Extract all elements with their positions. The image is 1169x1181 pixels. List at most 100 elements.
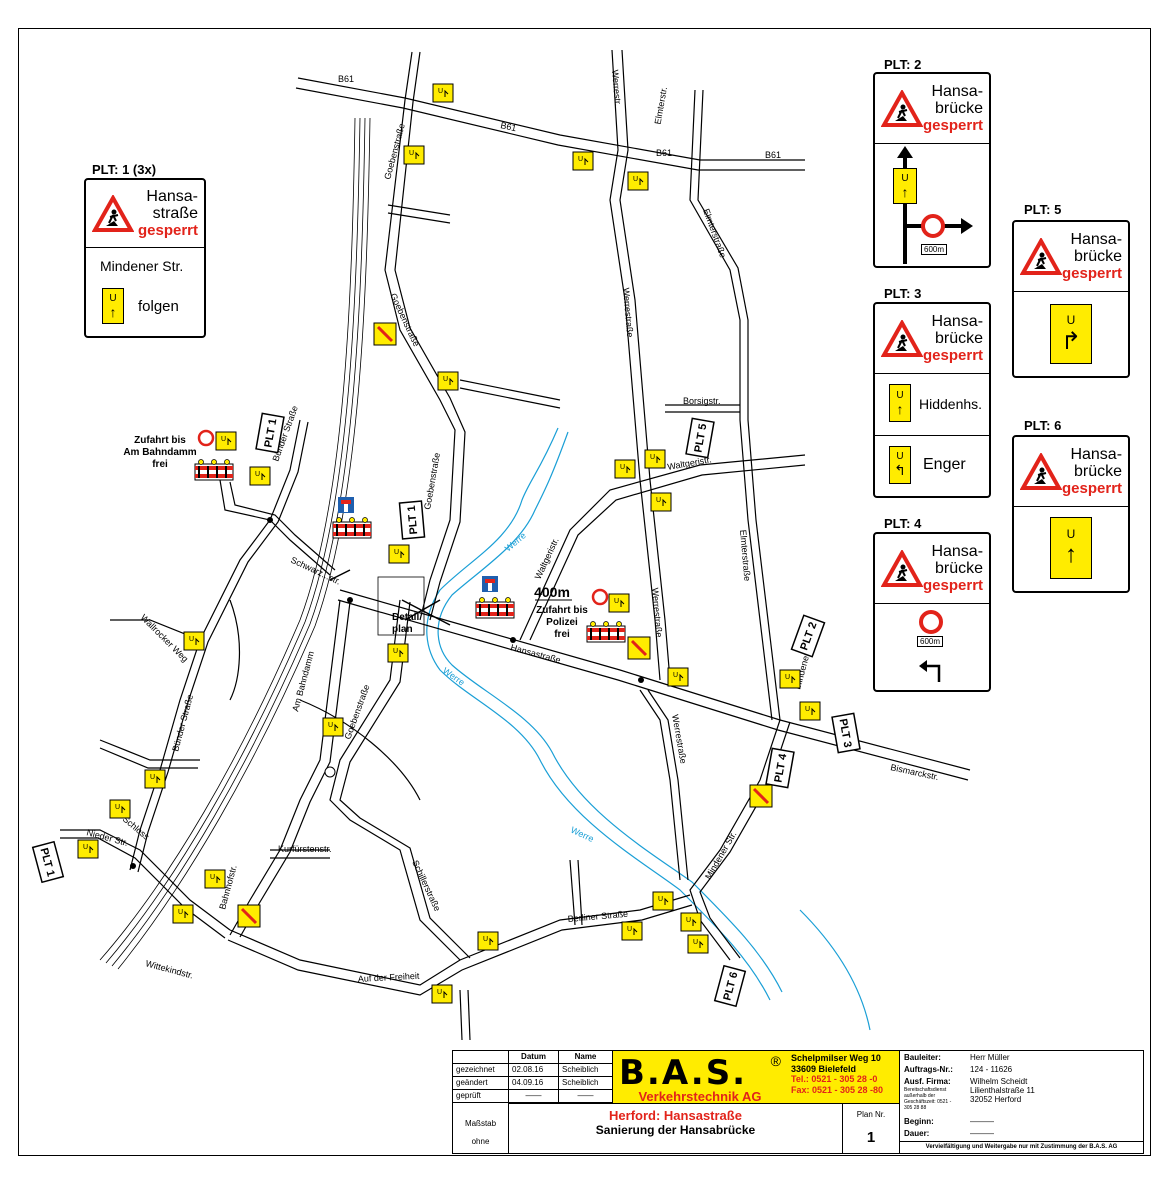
plt1-road: Mindener Str. [100,258,184,274]
diversion-u-icon: U↑ [102,288,124,324]
plt1-title: PLT: 1 (3x) [92,162,157,177]
address-line: Schelpmilser Weg 10 [791,1053,881,1063]
road-label: B61 [765,150,781,160]
plt2-title: PLT: 2 [884,57,922,72]
detail-small: Bereitschaftsdienst außerhalb der Geschä… [904,1087,952,1111]
plt3-line1: Hansa- [931,313,984,330]
route-diagram-icon [897,146,973,264]
company-name: Verkehrstechnik AG [638,1089,762,1104]
no-entry-sign [197,429,609,606]
road-label: Goebenstraße [422,452,442,510]
road-label: Elmterstraße [701,207,728,259]
annotation-text: frei [152,459,168,470]
detail-key: Ausf. Firma: [904,1077,951,1086]
plt3-title: PLT: 3 [884,286,922,301]
plt6-line2: brücke [1074,463,1123,480]
footer-note: Vervielfältigung und Weitergabe nur mit … [900,1141,1143,1150]
road-label: B61 [656,148,672,158]
plt6-closed: gesperrt [1062,480,1123,497]
detail-value: ——— [970,1129,994,1138]
plt4-distance: 600m [917,636,944,647]
detail-value: ——— [970,1117,994,1126]
plan-label: Plan Nr. [856,1110,886,1119]
plt5-closed: gesperrt [1062,265,1123,282]
detail-key: Beginn: [904,1117,934,1126]
bas-logo: B.A.S. ® Verkehrstechnik AG [613,1051,788,1104]
annotation-text: Zufahrt bis [134,435,186,446]
row-name: Scheiblich [559,1077,613,1090]
row-date: —— [509,1090,559,1103]
plt-marker: PLT 5 [693,423,710,454]
row-name: Scheiblich [559,1064,613,1077]
dead-end-sign [338,497,498,592]
annotation-text: frei [554,629,570,640]
plt3-line2: brücke [935,330,984,347]
company-address: Schelpmilser Weg 10 33609 Bielefeld Tel.… [787,1051,899,1103]
roadworks-warning-icon [881,319,923,357]
plt6-line1: Hansa- [1070,446,1123,463]
no-entry-turn-icon [919,610,943,682]
plt-markers: PLT 1 PLT 1 PLT 1 PLT 2 PLT 3 PLT 4 PLT … [31,412,861,1008]
plt1-closed: gesperrt [137,222,198,239]
river-label: Werre [441,665,467,687]
project-title: Herford: Hansastraße Sanierung der Hansa… [509,1103,843,1153]
detail-key: Bauleiter: [904,1053,941,1062]
roadworks-warning-icon [881,549,923,587]
road-label: Kurfürstenstr. [278,844,332,854]
phone: Tel.: 0521 - 305 28 -0 [791,1074,878,1084]
werre-river [426,427,871,1031]
plt-marker: PLT 1 [406,505,420,535]
annotation-text: Am Bahndamm [123,447,196,458]
header-name: Name [559,1051,613,1064]
roadworks-warning-icon [881,89,923,127]
plt4-title: PLT: 4 [884,516,922,531]
diversion-u-icon: U↱ [1050,304,1092,364]
detail-value: 32052 Herford [970,1095,1022,1104]
detail-value: Lilienthalstraße 11 [970,1086,1035,1095]
detail-key: Dauer: [904,1129,930,1138]
annotation-text: plan [392,624,413,635]
drawing-frame [18,28,1151,1156]
title-block: Datum Name gezeichnet 02.08.16 Scheiblic… [452,1050,1144,1154]
scale-label: Maßstab [464,1119,497,1128]
road-label: Wittekindstr. [144,958,194,980]
road-label: B61 [338,74,354,84]
road-label: Berliner Straße [567,909,628,924]
road-label: Mindener Str. [703,830,738,881]
address-line: 33609 Bielefeld [791,1063,857,1074]
road-label: Wallrocker Weg [139,612,191,664]
detail-value: Herr Müller [970,1053,1010,1062]
road-label: Elmterstr. [653,86,669,125]
roads [60,49,971,1041]
road-label: Werrestraße [650,587,664,638]
plt2-line2: brücke [935,100,984,117]
plt5-line1: Hansa- [1070,231,1123,248]
header-date: Datum [509,1051,559,1064]
diversion-u-icon: U↑ [889,384,911,422]
road-label: Werrestraße [621,287,635,338]
road-label: Schwarz...str. [289,555,342,587]
river-label: Werre [569,825,595,844]
row-label: geändert [453,1077,509,1090]
distance-label: 400m [534,584,570,600]
plan-number-cell: Plan Nr. 1 [843,1103,899,1153]
plt3-dest2: Enger [923,456,966,473]
plan-number: 1 [866,1129,876,1146]
project-details: Bauleiter: Herr Müller Auftrags-Nr.: 124… [899,1051,1143,1153]
row-date: 02.08.16 [509,1064,559,1077]
plt1-line2: straße [152,205,198,222]
detail-value: 124 - 11626 [970,1065,1013,1074]
road-label: Elmterstraße [738,529,752,581]
diversion-u-icon: U↰ [889,446,911,484]
road-label: B61 [500,120,518,133]
annotation-text: Polizei [546,617,578,628]
plt2-distance: 600m [921,244,948,255]
river-label: Werre [503,530,528,553]
plt3-closed: gesperrt [923,347,984,364]
plt1-line1: Hansa- [146,188,198,205]
road-label: Werrestr. [610,69,623,106]
